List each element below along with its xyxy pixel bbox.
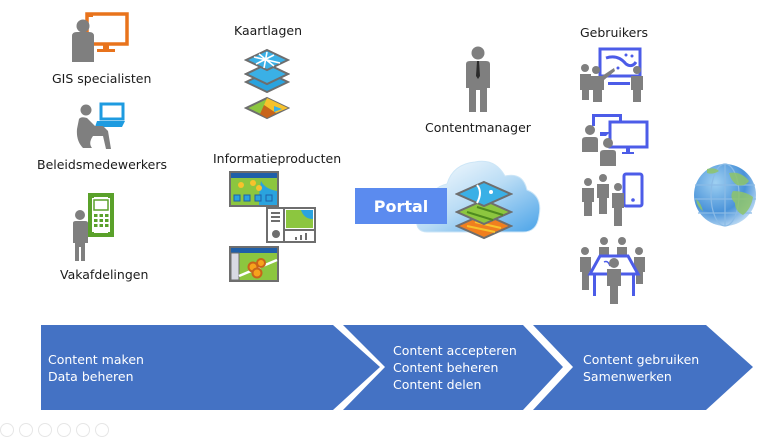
map-layers-stack-icon	[244, 48, 290, 120]
nav-zoom-button[interactable]	[57, 423, 71, 437]
role-label-gis-specialisten: GIS specialisten	[52, 71, 152, 86]
nav-next-button[interactable]	[19, 423, 33, 437]
process-step-2-shape	[343, 325, 563, 410]
role-label-vakafdelingen: Vakafdelingen	[60, 267, 149, 282]
process-step-2-line-2: Content beheren	[393, 360, 499, 375]
process-step-1-line-1: Content maken	[48, 352, 144, 367]
content-manager-icon	[464, 46, 492, 114]
nav-previous-button[interactable]	[0, 423, 14, 437]
users-collaboration-screens-icon	[580, 110, 650, 168]
nav-more-button[interactable]	[95, 423, 109, 437]
web-map-app-icon	[229, 171, 279, 207]
users-title: Gebruikers	[580, 25, 648, 40]
process-step-1-shape	[41, 325, 380, 410]
role-label-beleidsmedewerkers: Beleidsmedewerkers	[37, 157, 168, 172]
process-step-1-text: Content maken Data beheren	[48, 351, 144, 385]
globe-icon	[693, 163, 757, 227]
field-worker-icon	[70, 193, 120, 265]
portal-layers-icon	[455, 180, 513, 242]
slideshow-controls	[0, 423, 109, 437]
process-step-2-line-1: Content accepteren	[393, 343, 517, 358]
gis-specialist-icon	[70, 12, 132, 64]
info-products-title: Informatieproducten	[213, 151, 342, 166]
nav-subtitles-button[interactable]	[76, 423, 90, 437]
content-manager-label: Contentmanager	[425, 120, 531, 135]
process-step-3-line-2: Samenwerken	[583, 369, 672, 384]
process-step-3-shape	[533, 325, 753, 410]
process-step-3-line-1: Content gebruiken	[583, 352, 700, 367]
map-viewer-app-icon	[229, 246, 279, 282]
portal-button[interactable]: Portal	[355, 188, 447, 224]
process-step-3-text: Content gebruiken Samenwerken	[583, 351, 699, 385]
users-meeting-table-icon	[578, 236, 650, 306]
users-presentation-icon	[578, 46, 650, 102]
map-layers-title: Kaartlagen	[234, 23, 303, 38]
dashboard-icon	[266, 207, 316, 243]
users-mobile-icon	[580, 170, 648, 232]
process-step-2-line-3: Content delen	[393, 377, 482, 392]
nav-pen-button[interactable]	[38, 423, 52, 437]
process-step-1-line-2: Data beheren	[48, 369, 134, 384]
process-step-2-text: Content accepteren Content beheren Conte…	[393, 342, 517, 393]
policy-officer-icon	[75, 101, 127, 153]
